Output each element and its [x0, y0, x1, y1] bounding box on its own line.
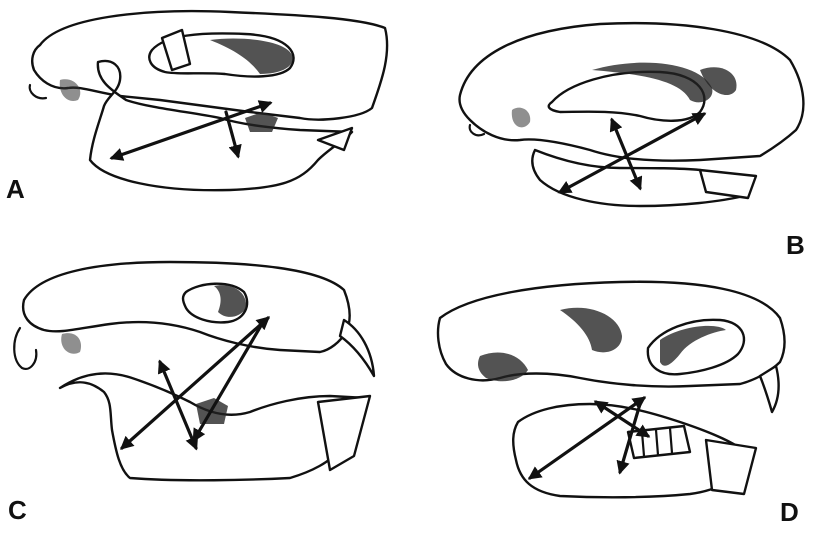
panel-label-d: D [780, 499, 799, 525]
skull-a [30, 11, 387, 190]
panel-label-c: C [8, 497, 27, 523]
panel-label-a: A [6, 176, 25, 202]
skull-c [14, 262, 374, 480]
skull-b [459, 23, 803, 206]
skull-d [438, 282, 785, 498]
panel-label-b: B [786, 232, 805, 258]
